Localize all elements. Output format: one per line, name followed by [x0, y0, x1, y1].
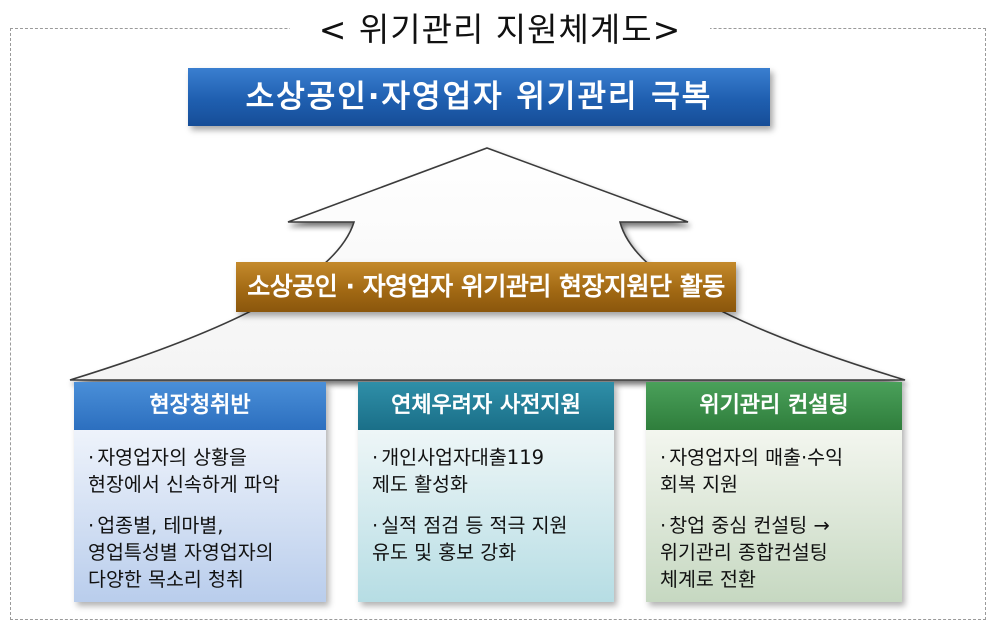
bullet-item: ·자영업자의 매출·수익 회복 지원 — [660, 446, 844, 496]
column-delinquency-support: 연체우려자 사전지원 ·개인사업자대출119 제도 활성화 ·실적 점검 등 적… — [358, 382, 614, 602]
bullet-item: ·개인사업자대출119 제도 활성화 — [372, 446, 545, 496]
column-heading: 현장청취반 — [74, 382, 326, 430]
column-heading: 연체우려자 사전지원 — [358, 382, 614, 430]
column-body: ·개인사업자대출119 제도 활성화 ·실적 점검 등 적극 지원 유도 및 홍… — [358, 430, 614, 602]
column-crisis-consulting: 위기관리 컨설팅 ·자영업자의 매출·수익 회복 지원 ·창업 중심 컨설팅 →… — [646, 382, 902, 602]
column-body: ·자영업자의 매출·수익 회복 지원 ·창업 중심 컨설팅 → 위기관리 종합컨… — [646, 430, 902, 602]
bullet-item: ·자영업자의 상황을 현장에서 신속하게 파악 — [88, 446, 280, 496]
column-body: ·자영업자의 상황을 현장에서 신속하게 파악 ·업종별, 테마별, 영업특성별… — [74, 430, 326, 602]
column-listening-team: 현장청취반 ·자영업자의 상황을 현장에서 신속하게 파악 ·업종별, 테마별,… — [74, 382, 326, 602]
bullet-item: ·창업 중심 컨설팅 → 위기관리 종합컨설팅 체계로 전환 — [660, 514, 830, 591]
column-heading: 위기관리 컨설팅 — [646, 382, 902, 430]
bullet-item: ·업종별, 테마별, 영업특성별 자영업자의 다양한 목소리 청취 — [88, 514, 274, 591]
diagram-title: < 위기관리 지원체계도> — [290, 8, 710, 52]
field-support-team-bar: 소상공인 · 자영업자 위기관리 현장지원단 활동 — [236, 262, 736, 312]
goal-box: 소상공인·자영업자 위기관리 극복 — [188, 68, 770, 126]
bullet-item: ·실적 점검 등 적극 지원 유도 및 홍보 강화 — [372, 514, 568, 564]
